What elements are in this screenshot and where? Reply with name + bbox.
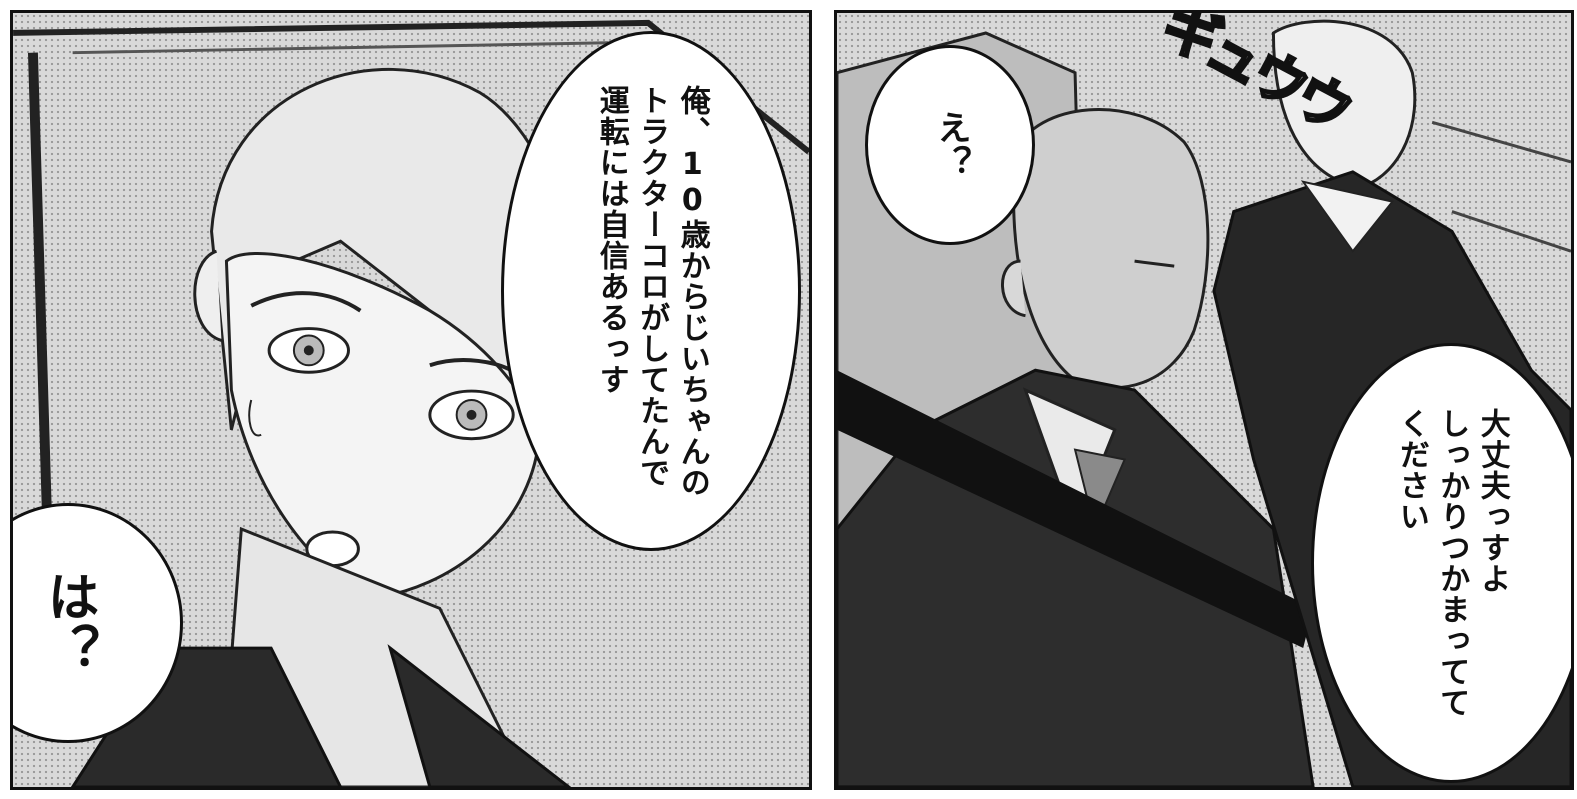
speech-bubble-passenger-reaction: え？ [865, 45, 1035, 245]
manga-panel-right: ギュウウ え？ 大丈夫っすよ しっかりつかまってて ください [834, 10, 1574, 790]
speech-bubble-driver-reassure: 大丈夫っすよ しっかりつかまってて ください [1311, 343, 1571, 783]
speech-text-reassure: 大丈夫っすよ しっかりつかまってて ください [1393, 408, 1510, 718]
speech-bubble-driver: 俺、10歳からじいちゃんの トラクターコロがしてたんで 運転には自信あるっす [501, 31, 801, 551]
speech-text-reaction: え？ [930, 110, 971, 180]
speech-text-driver: 俺、10歳からじいちゃんの トラクターコロがしてたんで 運転には自信あるっす [593, 84, 710, 498]
woman-passenger-illustration [13, 19, 809, 787]
manga-panel-left: 俺、10歳からじいちゃんの トラクターコロがしてたんで 運転には自信あるっす は… [10, 10, 812, 790]
speech-text-passenger: は？ [38, 570, 99, 676]
